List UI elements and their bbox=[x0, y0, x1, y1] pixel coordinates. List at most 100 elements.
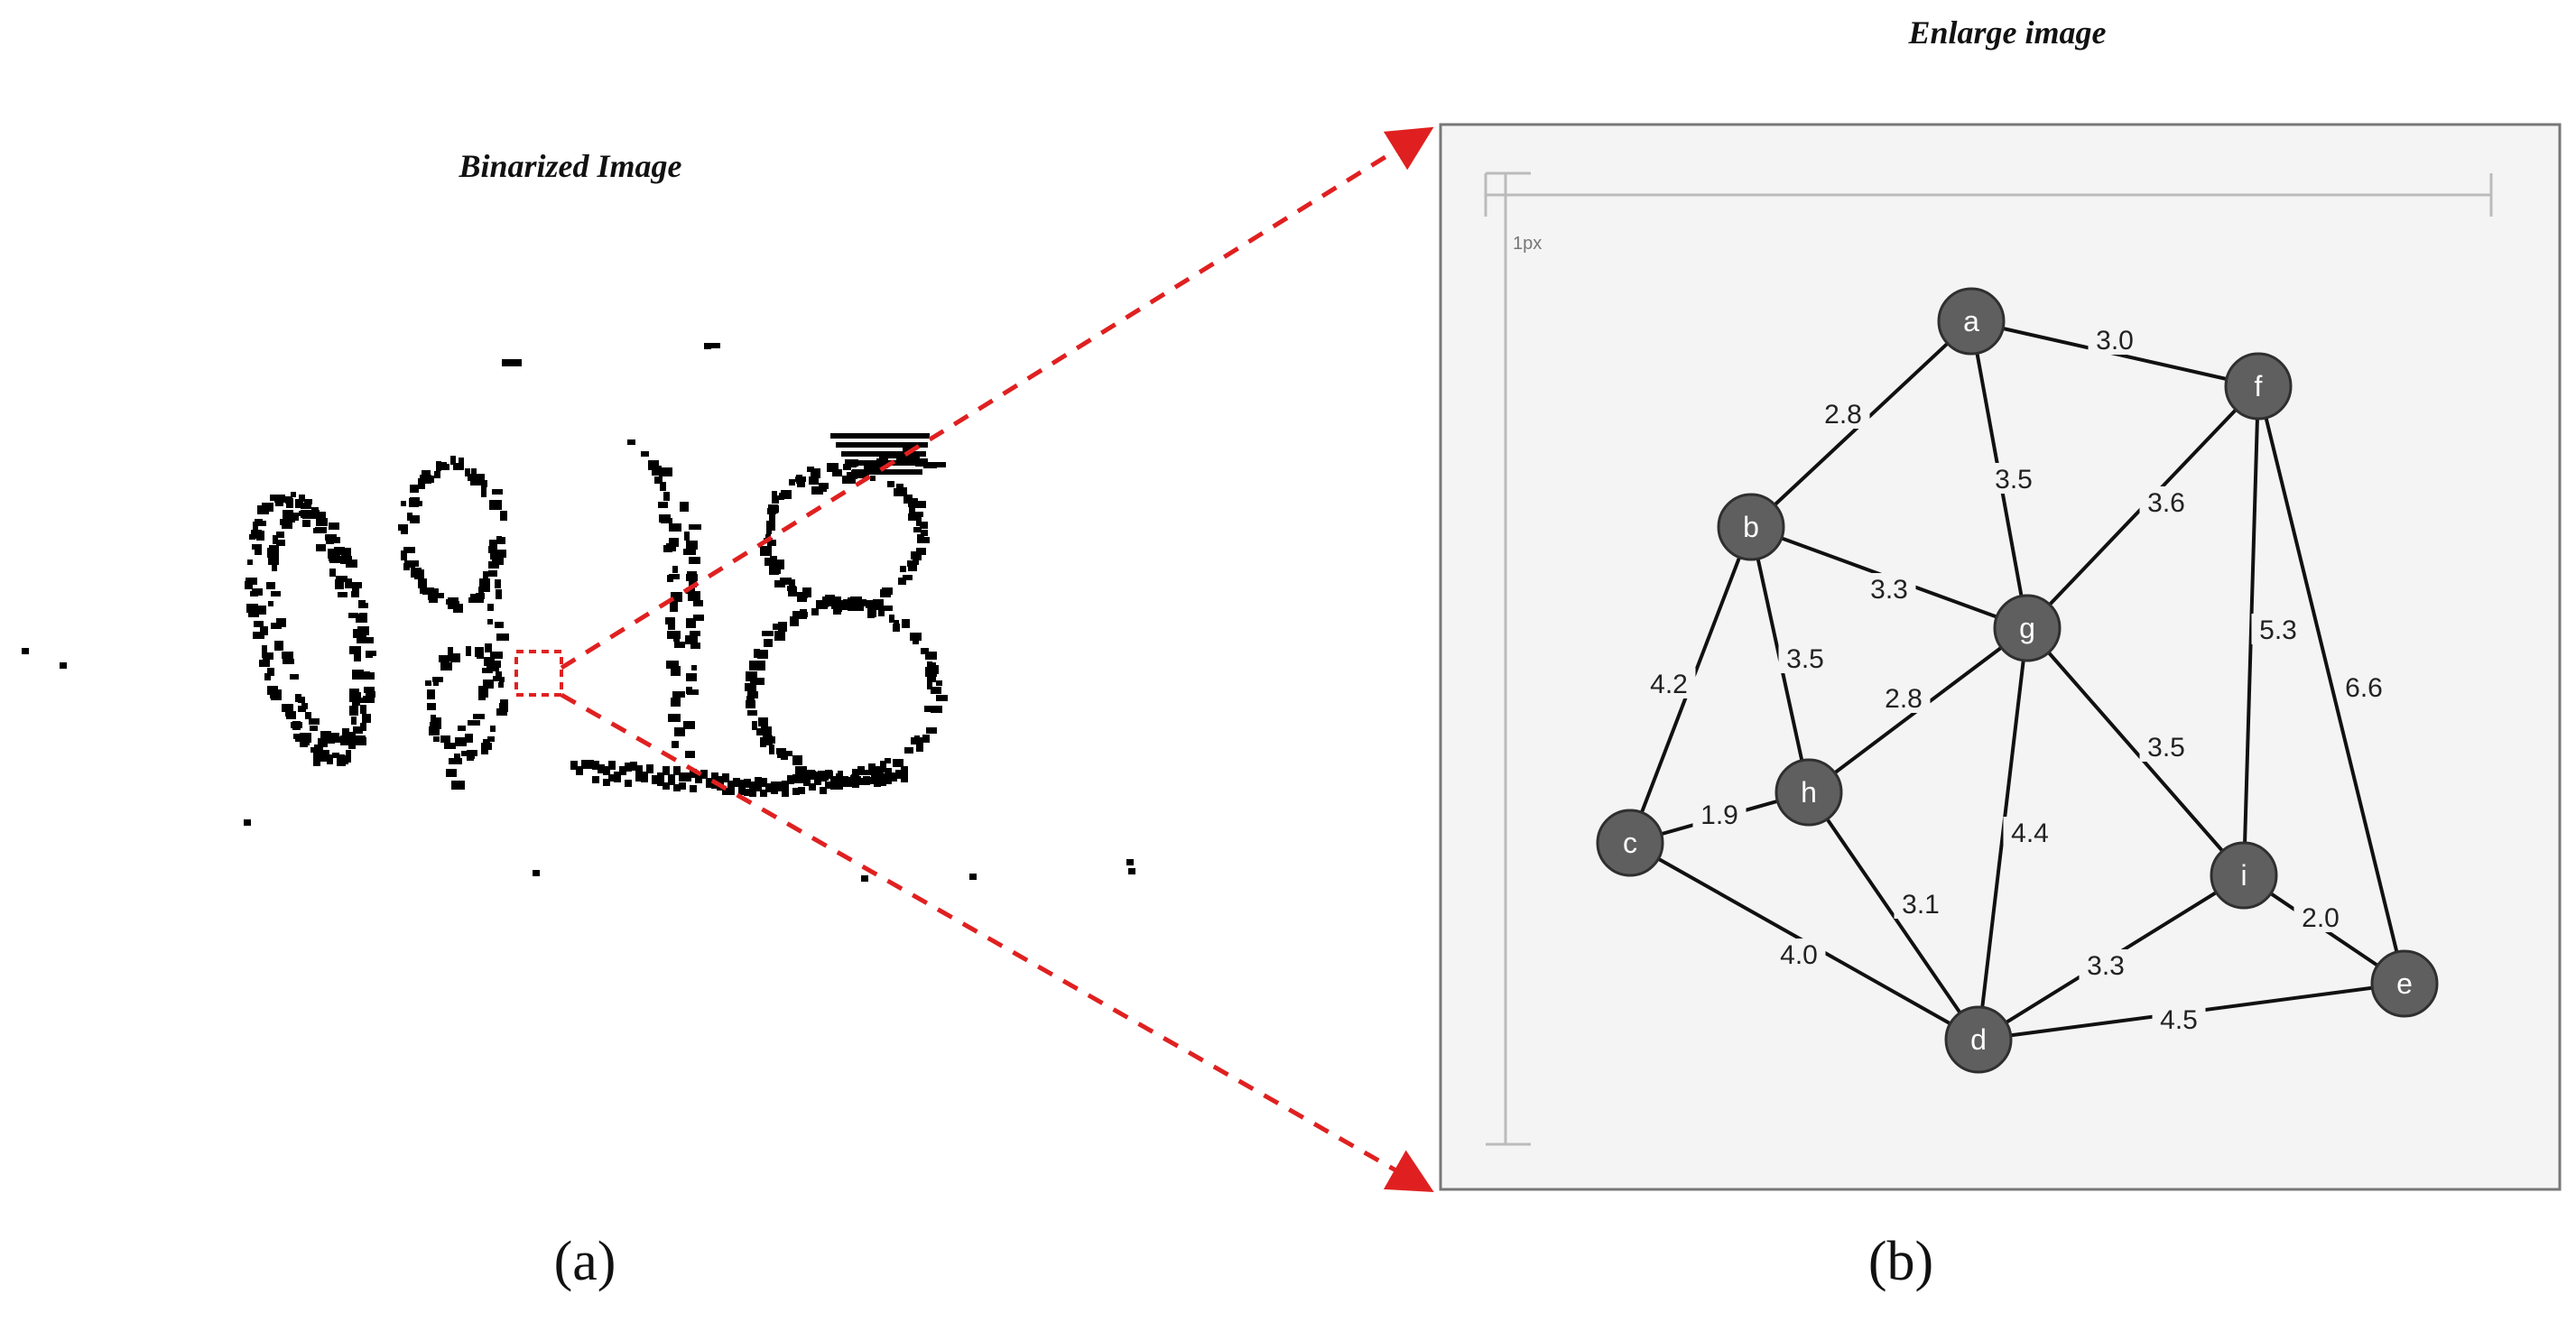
binary-pixel bbox=[499, 703, 508, 712]
binary-pixel bbox=[788, 587, 797, 597]
binary-pixel bbox=[880, 761, 886, 767]
binary-pixel bbox=[470, 594, 477, 599]
edge-weight-g-i: 3.5 bbox=[2147, 733, 2185, 763]
binary-pixel bbox=[850, 597, 862, 603]
binary-pixel bbox=[711, 781, 718, 789]
binary-pixel bbox=[836, 782, 843, 790]
binary-pixel bbox=[871, 609, 876, 617]
binary-pixel bbox=[885, 768, 892, 777]
binary-pixel bbox=[777, 751, 787, 758]
binary-pixel bbox=[401, 501, 406, 506]
binary-pixel bbox=[874, 767, 881, 776]
node-label-d: d bbox=[1970, 1023, 1987, 1056]
binary-pixel bbox=[922, 735, 930, 743]
binary-pixel bbox=[912, 512, 923, 517]
binary-pixel bbox=[454, 754, 460, 761]
node-label-e: e bbox=[2396, 967, 2413, 1000]
node-label-i: i bbox=[2240, 859, 2247, 892]
binary-pixel bbox=[398, 524, 404, 531]
binary-pixel bbox=[487, 736, 495, 742]
binary-pixel bbox=[691, 665, 697, 670]
binary-pixel bbox=[1128, 868, 1135, 874]
binary-pixel bbox=[267, 686, 278, 695]
binary-pixel bbox=[253, 522, 258, 530]
binary-pixel bbox=[758, 717, 768, 726]
binary-pixel bbox=[902, 619, 910, 628]
binary-pixel bbox=[315, 527, 327, 533]
binary-pixel bbox=[465, 468, 470, 476]
binary-pixel bbox=[920, 522, 928, 529]
binary-pixel bbox=[487, 604, 494, 611]
binary-pixel bbox=[498, 682, 504, 688]
edge-weight-d-e: 4.5 bbox=[2160, 1005, 2198, 1035]
binary-pixel bbox=[359, 613, 367, 623]
binary-pixel bbox=[310, 726, 318, 731]
node-label-g: g bbox=[2019, 612, 2035, 644]
binary-pixel bbox=[337, 757, 346, 766]
zoom-region-box bbox=[514, 650, 563, 697]
binary-pixel bbox=[436, 461, 441, 471]
binary-pixel bbox=[366, 691, 375, 698]
binary-pixel bbox=[931, 687, 941, 694]
node-i bbox=[2210, 841, 2278, 910]
binary-pixel bbox=[853, 603, 864, 611]
binary-pixel bbox=[900, 566, 906, 572]
binary-pixel bbox=[483, 571, 488, 579]
edge-label-bg bbox=[1692, 799, 1747, 829]
binary-pixel bbox=[608, 761, 616, 770]
binary-pixel bbox=[660, 482, 666, 491]
binary-pixel bbox=[908, 498, 918, 507]
binary-pixel bbox=[722, 788, 729, 795]
binary-pixel bbox=[576, 766, 583, 775]
binary-pixel bbox=[774, 568, 781, 574]
binary-pixel bbox=[340, 735, 352, 745]
binary-pixel bbox=[311, 507, 319, 514]
node-a bbox=[1937, 287, 2006, 356]
binary-pixel bbox=[635, 774, 643, 781]
binary-pixel bbox=[838, 600, 844, 606]
node-h bbox=[1774, 758, 1843, 827]
edge-label-bg bbox=[2293, 902, 2348, 932]
binary-pixel bbox=[329, 569, 336, 577]
binary-pixel bbox=[746, 671, 757, 681]
edge-label-bg bbox=[1778, 643, 1832, 673]
binary-pixel bbox=[764, 639, 773, 647]
binary-pixel bbox=[409, 498, 419, 507]
binary-pixel bbox=[914, 555, 922, 560]
binary-pixel bbox=[870, 476, 876, 481]
binary-pixel bbox=[847, 779, 854, 786]
edge-f-e bbox=[2256, 385, 2406, 985]
edge-label-bg bbox=[2139, 731, 2193, 762]
binary-pixel bbox=[244, 819, 251, 826]
edge-weight-c-h: 1.9 bbox=[1700, 800, 1738, 830]
panel-b-label: (b) bbox=[1868, 1231, 1933, 1292]
binary-pixel bbox=[771, 781, 778, 791]
binary-pixel bbox=[686, 673, 697, 681]
binary-pixel bbox=[760, 778, 767, 787]
binary-pixel bbox=[916, 742, 923, 752]
binary-pixel bbox=[868, 777, 876, 784]
binary-pixel bbox=[921, 530, 928, 536]
binary-pixel bbox=[581, 760, 588, 769]
binary-pixel bbox=[446, 769, 457, 777]
binary-pixel bbox=[686, 587, 695, 594]
binary-pixel bbox=[852, 469, 922, 475]
binary-pixel bbox=[722, 773, 729, 782]
binary-pixel bbox=[496, 550, 506, 558]
node-c bbox=[1596, 809, 1664, 877]
binary-pixel bbox=[429, 726, 440, 735]
binary-pixel bbox=[792, 788, 800, 795]
binary-pixel bbox=[490, 652, 503, 659]
binary-pixel bbox=[847, 472, 857, 479]
binary-pixel bbox=[774, 560, 784, 569]
binary-pixel bbox=[283, 659, 294, 664]
binary-pixel bbox=[893, 759, 903, 767]
edge-h-d bbox=[1807, 791, 1980, 1041]
binary-pixel bbox=[833, 605, 842, 612]
binary-pixel bbox=[915, 501, 926, 508]
binary-pixel bbox=[346, 560, 357, 568]
binary-pixel bbox=[365, 637, 374, 643]
binary-pixel bbox=[500, 511, 507, 521]
binary-pixel bbox=[765, 784, 773, 791]
edge-label-bg bbox=[1894, 888, 1948, 919]
